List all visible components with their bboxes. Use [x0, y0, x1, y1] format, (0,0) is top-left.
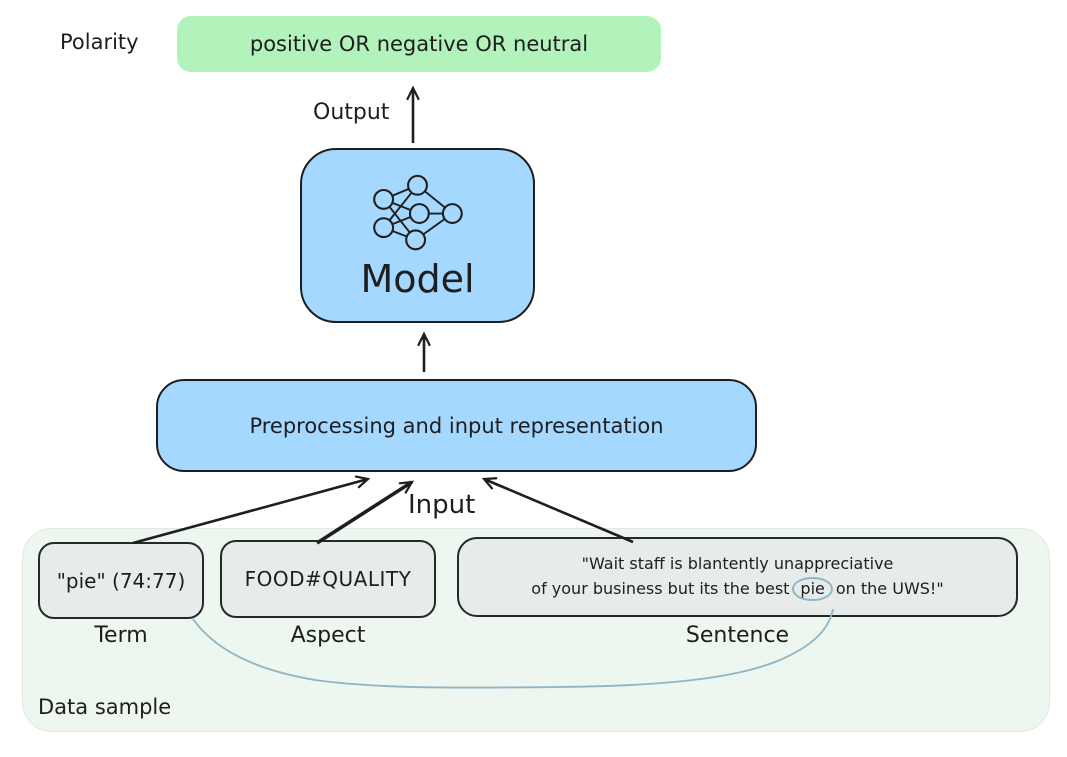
- sentence-line-1: "Wait staff is blantently unappreciative: [581, 554, 894, 574]
- neural-network-icon: [373, 174, 463, 250]
- circled-term: pie: [792, 577, 833, 602]
- sentence-line-2-pre: of your business but its the best: [531, 579, 790, 598]
- term-value: "pie" (74:77): [56, 568, 186, 593]
- term-box: "pie" (74:77): [38, 542, 204, 619]
- aspect-value: FOOD#QUALITY: [244, 567, 412, 591]
- model-box: Model: [300, 148, 535, 323]
- sentence-line-2-post: on the UWS!": [835, 579, 944, 598]
- sentence-box: "Wait staff is blantently unappreciative…: [457, 537, 1018, 617]
- sentence-caption: Sentence: [685, 623, 790, 648]
- model-label: Model: [360, 256, 475, 301]
- term-caption: Term: [94, 623, 148, 648]
- polarity-output-box: positive OR negative OR neutral: [177, 16, 661, 72]
- aspect-caption: Aspect: [290, 623, 366, 648]
- aspect-box: FOOD#QUALITY: [220, 540, 436, 618]
- data-sample-caption: Data sample: [38, 695, 172, 719]
- polarity-output-text: positive OR negative OR neutral: [249, 32, 589, 56]
- preprocessing-label: Preprocessing and input representation: [249, 413, 664, 438]
- input-label: Input: [408, 490, 476, 520]
- output-label: Output: [313, 100, 390, 125]
- polarity-label: Polarity: [60, 30, 139, 54]
- preprocessing-box: Preprocessing and input representation: [156, 379, 757, 472]
